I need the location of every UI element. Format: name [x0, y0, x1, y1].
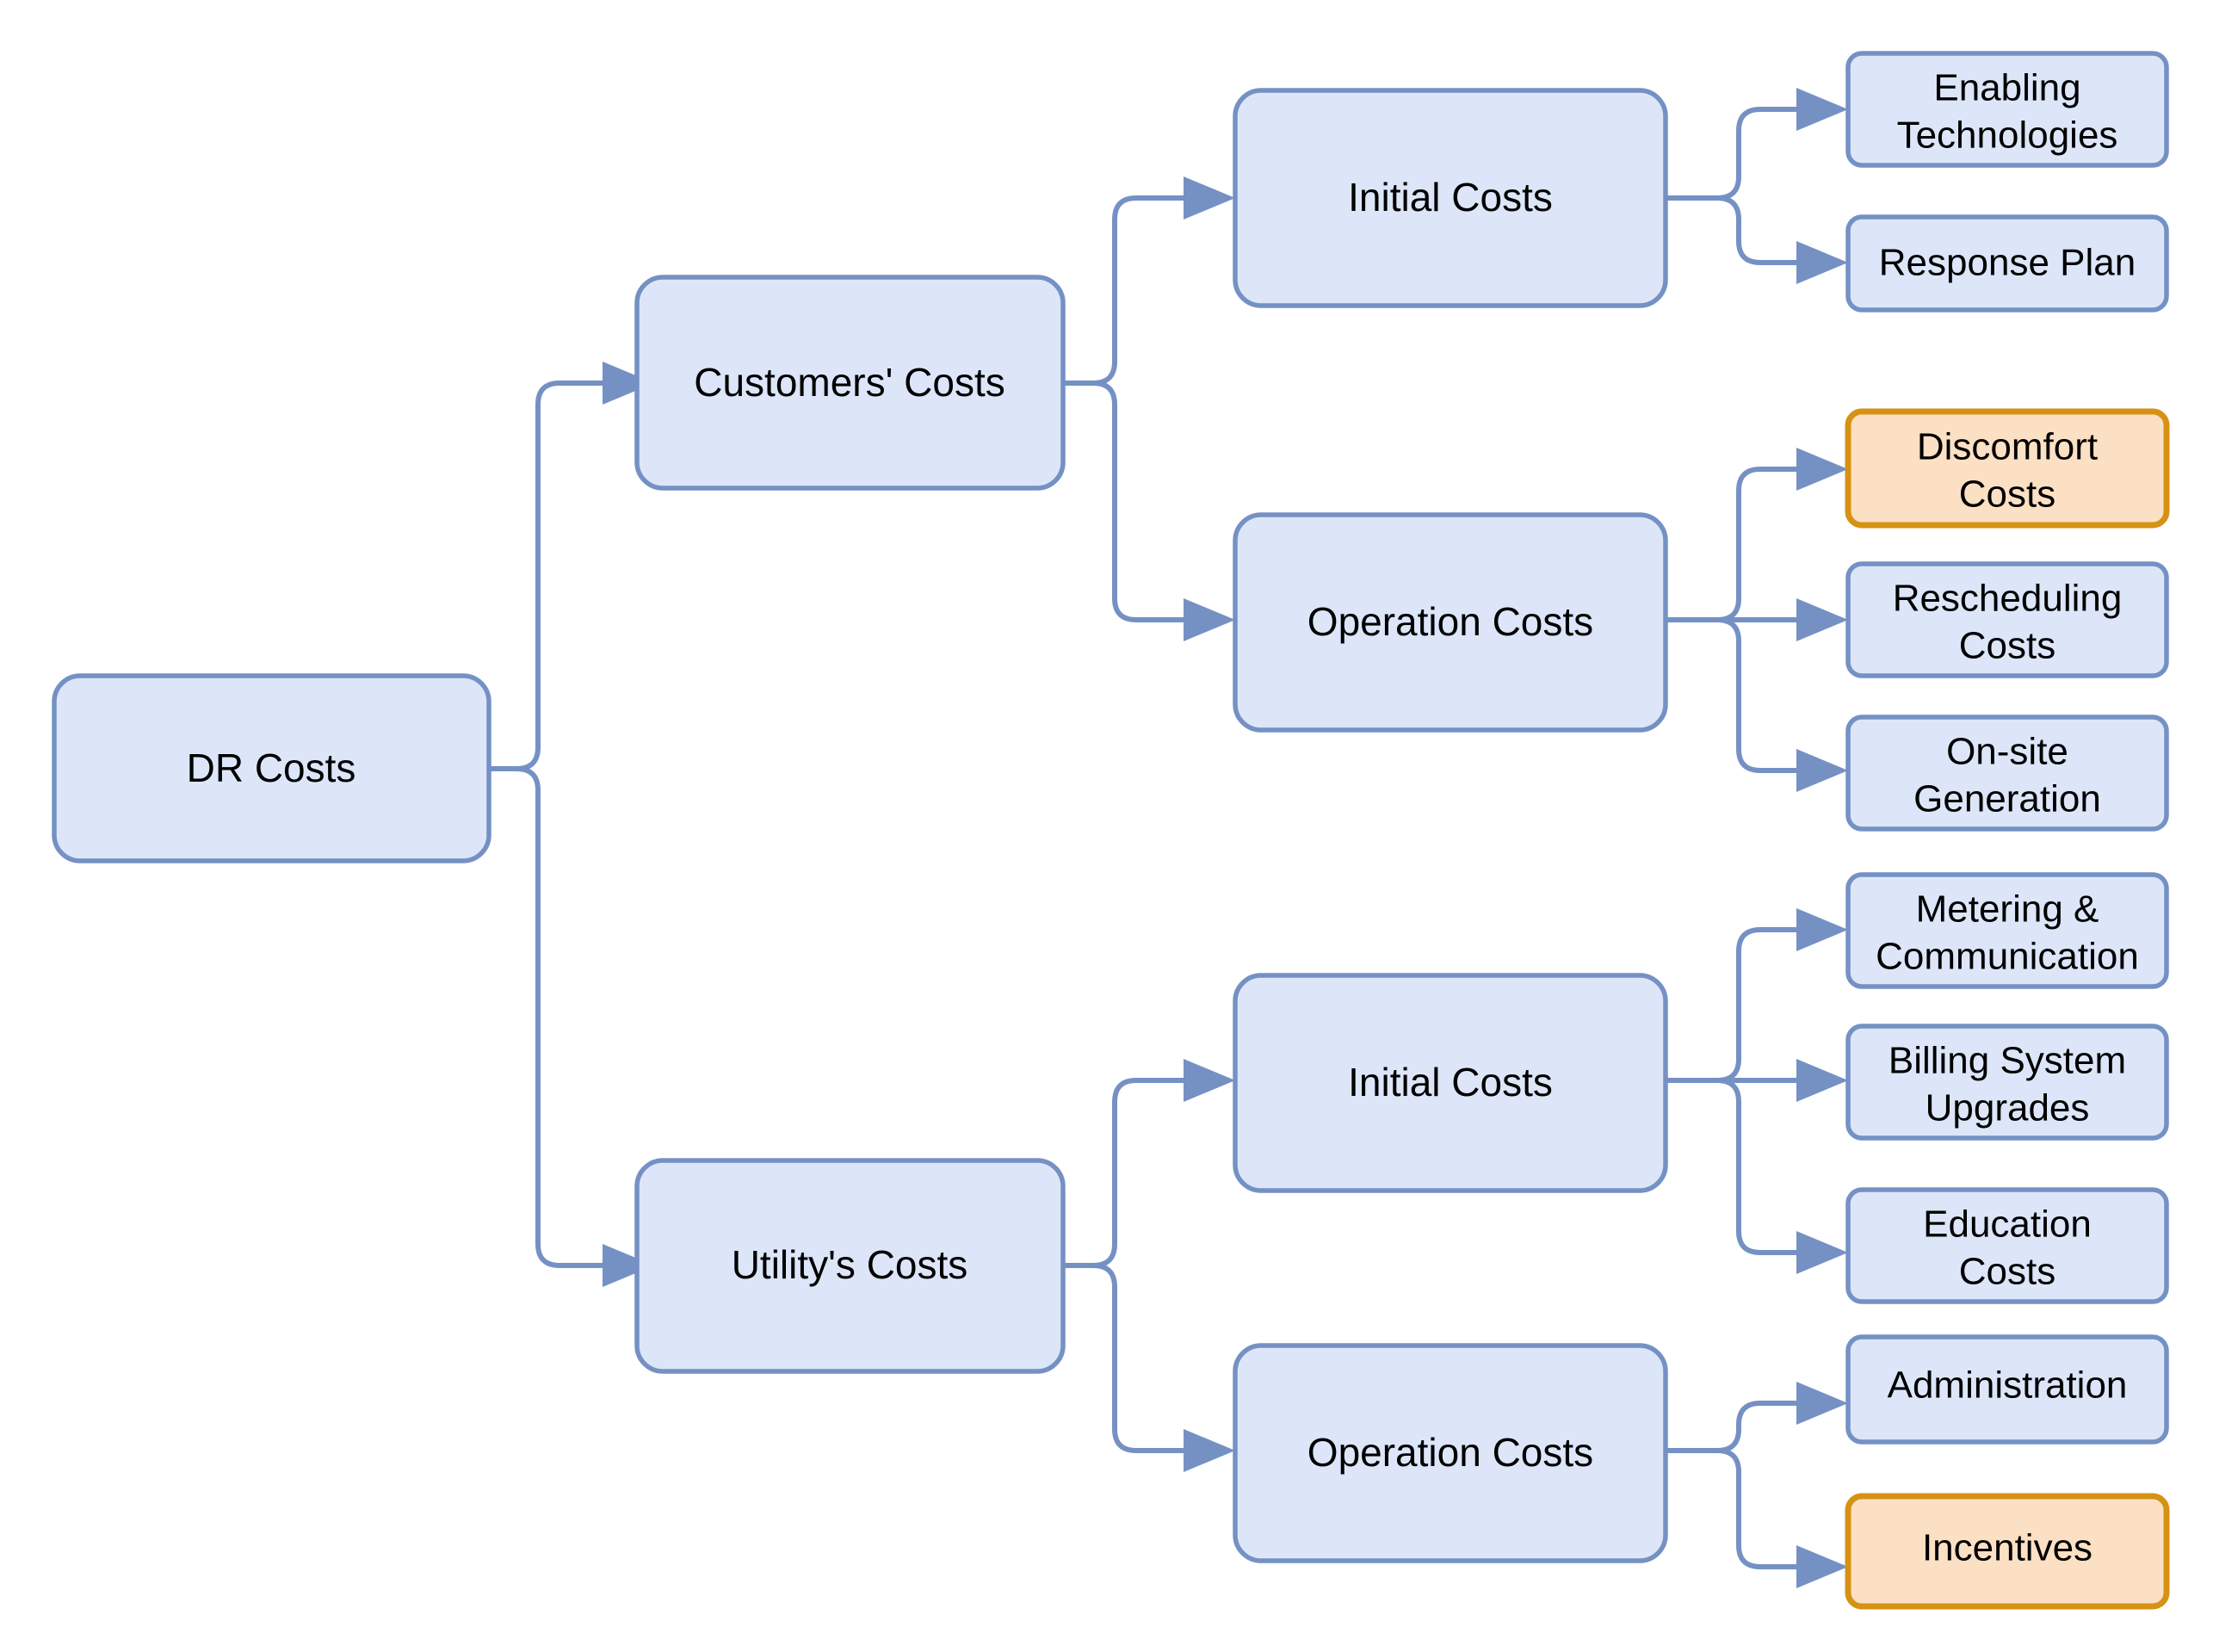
arrow-utility-initial	[1184, 1059, 1235, 1102]
node-customers-costs-label: Customers' Costs	[694, 360, 1005, 405]
edge-layer	[489, 88, 1848, 1588]
node-onsite-generation-label-line1: On-site	[1946, 731, 2068, 773]
arrow-metering-communication	[1796, 908, 1848, 951]
arrow-rescheduling-costs	[1796, 598, 1848, 641]
edge-cust-operation-split-down	[1716, 617, 1796, 773]
node-customers-operation-costs-label: Operation Costs	[1307, 599, 1593, 644]
node-discomfort-costs[interactable]: Discomfort Costs	[1845, 408, 2170, 529]
edge-utility-operation	[1092, 1263, 1184, 1453]
node-layer: DR Costs Customers' Costs Utility's Cost…	[52, 51, 2170, 1610]
node-customers-initial-costs[interactable]: Initial Costs	[1233, 88, 1668, 308]
node-metering-communication[interactable]: Metering & Communication	[1845, 872, 2169, 989]
node-utility-initial-costs[interactable]: Initial Costs	[1233, 973, 1668, 1193]
node-billing-system-upgrades-label-line1: Billing System	[1888, 1040, 2126, 1082]
node-discomfort-costs-label-line2: Costs	[1959, 473, 2055, 516]
arrow-customers-operation	[1184, 598, 1235, 641]
arrow-response-plan	[1796, 241, 1848, 284]
edge-cust-initial-response	[1716, 195, 1796, 265]
node-enabling-technologies-label-line1: Enabling	[1933, 67, 2080, 109]
node-customers-operation-costs[interactable]: Operation Costs	[1233, 512, 1668, 733]
node-dr-costs[interactable]: DR Costs	[52, 673, 491, 863]
node-discomfort-costs-label-line1: Discomfort	[1917, 426, 2098, 468]
node-response-plan-label-line1: Response Plan	[1879, 242, 2136, 284]
edge-cust-initial-split	[1666, 107, 1796, 201]
edge-util-operation-split-up	[1666, 1401, 1796, 1453]
node-education-costs-label-line2: Costs	[1959, 1251, 2055, 1293]
edge-customers-split	[1063, 195, 1184, 386]
arrow-customers-initial	[1184, 176, 1235, 220]
node-utility-initial-costs-label: Initial Costs	[1348, 1060, 1553, 1104]
node-utility-operation-costs[interactable]: Operation Costs	[1233, 1343, 1668, 1563]
node-response-plan[interactable]: Response Plan	[1845, 214, 2169, 312]
node-rescheduling-costs-label-line1: Rescheduling	[1893, 578, 2123, 620]
edge-utility-split	[1063, 1078, 1184, 1268]
arrow-root-utility	[603, 1244, 654, 1287]
node-rescheduling-costs-label-line2: Costs	[1959, 625, 2055, 667]
edge-root-split	[489, 381, 603, 771]
node-billing-system-upgrades[interactable]: Billing System Upgrades	[1845, 1024, 2169, 1141]
node-onsite-generation[interactable]: On-site Generation	[1845, 715, 2169, 832]
arrow-onsite-generation	[1796, 749, 1848, 792]
node-dr-costs-label: DR Costs	[187, 746, 356, 790]
edge-root-utility	[516, 766, 603, 1268]
node-onsite-generation-label-line2: Generation	[1913, 778, 2101, 820]
node-utilitys-costs[interactable]: Utility's Costs	[634, 1158, 1066, 1374]
node-rescheduling-costs[interactable]: Rescheduling Costs	[1845, 561, 2169, 678]
arrow-administration	[1796, 1382, 1848, 1425]
node-customers-initial-costs-label: Initial Costs	[1348, 175, 1553, 220]
arrow-enabling-technologies	[1796, 88, 1848, 131]
arrow-discomfort-costs	[1796, 448, 1848, 491]
arrow-utility-operation	[1184, 1429, 1235, 1472]
edge-util-initial-split-down	[1716, 1078, 1796, 1255]
edge-util-operation-split-down	[1716, 1448, 1796, 1569]
node-enabling-technologies[interactable]: Enabling Technologies	[1845, 51, 2169, 168]
node-metering-communication-label-line1: Metering &	[1916, 888, 2099, 931]
node-billing-system-upgrades-label-line2: Upgrades	[1926, 1087, 2090, 1129]
arrow-billing-system-upgrades	[1796, 1059, 1848, 1102]
edge-customers-operation	[1092, 381, 1184, 622]
node-customers-costs[interactable]: Customers' Costs	[634, 275, 1066, 491]
arrow-incentives	[1796, 1545, 1848, 1588]
node-metering-communication-label-line2: Communication	[1876, 936, 2139, 978]
node-enabling-technologies-label-line2: Technologies	[1897, 114, 2118, 157]
node-education-costs[interactable]: Education Costs	[1845, 1187, 2169, 1304]
node-education-costs-label-line1: Education	[1923, 1203, 2092, 1246]
node-administration[interactable]: Administration	[1845, 1334, 2169, 1445]
node-utility-operation-costs-label: Operation Costs	[1307, 1430, 1593, 1475]
edge-util-initial-split-up	[1666, 927, 1796, 1083]
arrow-root-customers	[603, 362, 654, 405]
node-incentives-label-line1: Incentives	[1922, 1527, 2092, 1569]
arrow-education-costs	[1796, 1231, 1848, 1274]
node-administration-label-line1: Administration	[1888, 1364, 2128, 1407]
edge-cust-operation-split-up	[1666, 467, 1796, 622]
node-utilitys-costs-label: Utility's Costs	[732, 1242, 968, 1287]
node-incentives[interactable]: Incentives	[1845, 1493, 2170, 1610]
